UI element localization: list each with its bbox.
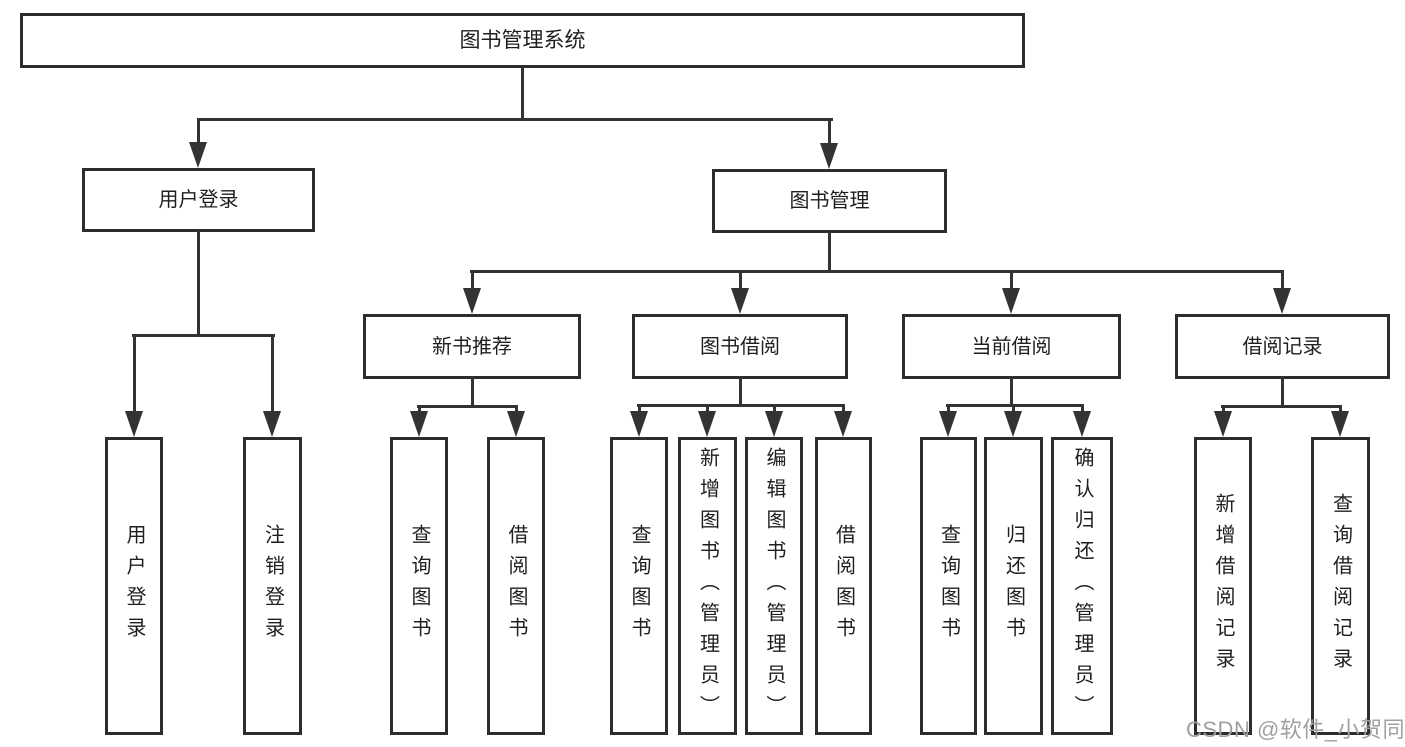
connector-line [828,233,831,273]
node-leaf-add-books-admin: 新增图书（管理员） [678,437,737,735]
connector-line [417,405,518,408]
arrow-down-icon [507,405,525,437]
node-leaf-query-books-recommend: 查询图书 [390,437,448,735]
arrow-down-icon [1004,404,1022,437]
arrow-down-icon [731,270,749,314]
node-new-book-recommend: 新书推荐 [363,314,581,379]
node-current-borrowing: 当前借阅 [902,314,1121,379]
node-leaf-return-books: 归还图书 [984,437,1043,735]
arrow-down-icon [698,404,716,437]
node-leaf-borrow-books-recommend: 借阅图书 [487,437,545,735]
arrow-down-icon [410,405,428,437]
csdn-watermark: CSDN @软件_小贺同学 [1186,717,1405,742]
arrow-down-icon [1331,405,1349,437]
node-leaf-borrow-books: 借阅图书 [815,437,872,735]
connector-line [637,404,845,407]
node-leaf-query-borrow-record: 查询借阅记录 [1311,437,1370,735]
node-leaf-add-borrow-record: 新增借阅记录 [1194,437,1252,735]
connector-line [197,230,200,337]
node-user-login: 用户登录 [82,168,315,232]
node-leaf-user-login: 用户登录 [105,437,163,735]
node-leaf-edit-books-admin: 编辑图书（管理员） [745,437,803,735]
arrow-down-icon [630,404,648,437]
arrow-down-icon [1002,270,1020,314]
arrow-down-icon [263,334,281,437]
connector-line [1281,376,1284,408]
node-leaf-confirm-return-admin: 确认归还（管理员） [1051,437,1113,735]
arrow-down-icon [834,404,852,437]
connector-line [1010,376,1013,407]
arrow-down-icon [820,118,838,169]
connector-line [197,118,833,121]
connector-line [1221,405,1342,408]
arrow-down-icon [125,334,143,437]
arrow-down-icon [463,270,481,314]
connector-line [132,334,275,337]
connector-line [470,270,1284,273]
arrow-down-icon [939,404,957,437]
arrow-down-icon [1273,270,1291,314]
connector-line [739,376,742,407]
arrow-down-icon [189,118,207,168]
node-borrow-records: 借阅记录 [1175,314,1390,379]
connector-line [471,376,474,408]
node-root-title: 图书管理系统 [20,13,1025,68]
node-book-management: 图书管理 [712,169,947,233]
arrow-down-icon [1073,404,1091,437]
arrow-down-icon [765,404,783,437]
connector-line [946,404,1084,407]
node-leaf-query-books-borrowing: 查询图书 [610,437,668,735]
connector-line [521,68,524,121]
node-leaf-logout: 注销登录 [243,437,302,735]
node-leaf-query-books-current: 查询图书 [920,437,977,735]
arrow-down-icon [1214,405,1232,437]
node-book-borrowing: 图书借阅 [632,314,848,379]
